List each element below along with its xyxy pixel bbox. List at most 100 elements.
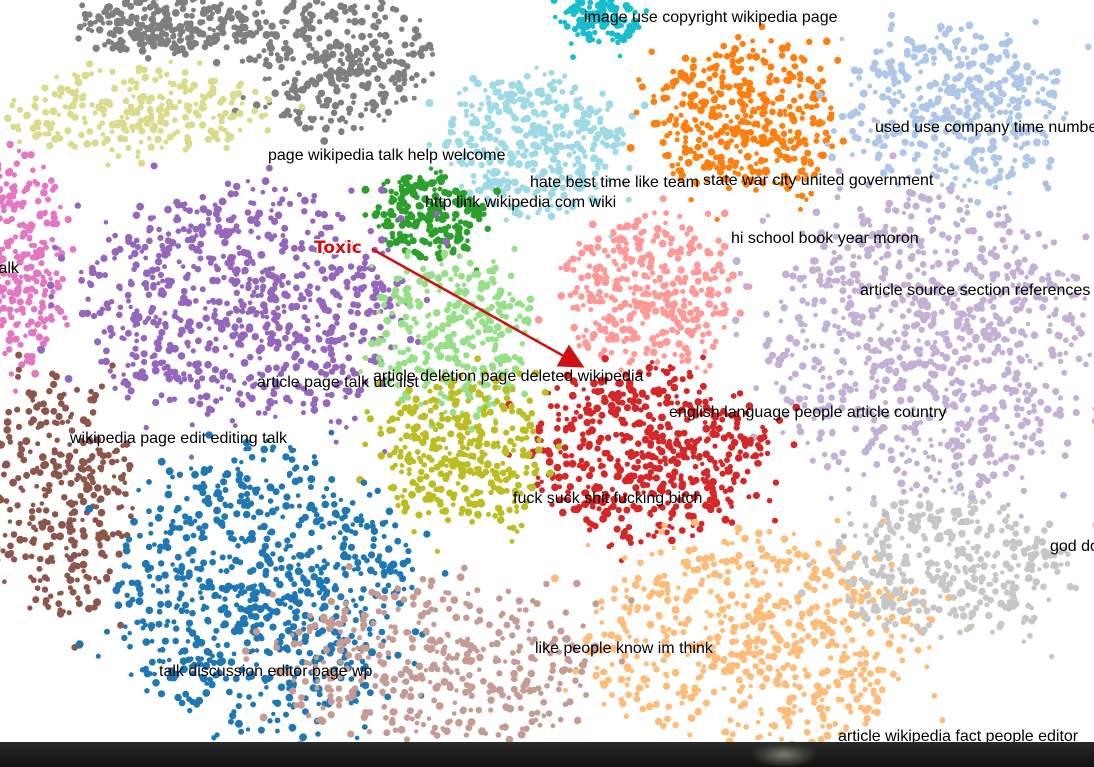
data-point <box>867 83 873 89</box>
data-point <box>168 59 173 64</box>
data-point <box>422 349 429 356</box>
data-point <box>82 16 89 22</box>
data-point <box>800 328 806 334</box>
data-point <box>703 321 710 329</box>
data-point <box>310 198 317 204</box>
data-point <box>968 416 975 422</box>
data-point <box>154 323 160 329</box>
data-point <box>149 274 156 281</box>
data-point <box>92 44 100 52</box>
data-point <box>761 91 767 97</box>
data-point <box>977 378 984 386</box>
data-point <box>381 338 387 343</box>
data-point <box>963 98 969 105</box>
data-point <box>575 0 582 4</box>
data-point <box>906 197 911 202</box>
data-point <box>300 336 309 345</box>
data-point <box>1008 391 1014 397</box>
data-point <box>444 306 451 314</box>
data-point <box>26 180 33 187</box>
data-point <box>662 152 669 159</box>
data-point <box>82 22 87 28</box>
data-point <box>114 45 119 50</box>
data-point <box>42 324 48 330</box>
data-point <box>191 26 200 34</box>
data-point <box>774 95 781 102</box>
data-point <box>0 297 3 305</box>
data-point <box>281 303 287 309</box>
data-point <box>325 392 330 398</box>
data-point <box>804 149 812 157</box>
data-point <box>173 198 181 206</box>
data-point <box>265 364 272 371</box>
data-point <box>150 11 157 17</box>
data-point <box>728 119 734 124</box>
data-point <box>588 220 597 229</box>
data-point <box>72 96 79 104</box>
data-point <box>592 29 598 36</box>
data-point <box>659 195 667 203</box>
data-point <box>49 107 58 116</box>
data-point <box>462 86 469 92</box>
data-point <box>109 129 115 135</box>
data-point <box>1014 112 1023 120</box>
data-point <box>109 68 116 76</box>
data-point <box>910 53 918 61</box>
data-point <box>1011 274 1017 280</box>
data-point <box>111 84 119 92</box>
data-point <box>799 297 806 304</box>
data-point <box>980 89 985 95</box>
data-point <box>501 176 506 182</box>
data-point <box>358 32 366 41</box>
data-point <box>1011 374 1020 383</box>
data-point <box>605 107 610 113</box>
data-point <box>547 83 552 89</box>
data-point <box>656 340 665 349</box>
data-point <box>952 389 960 397</box>
data-point <box>788 72 796 81</box>
data-point <box>156 281 161 286</box>
data-point <box>374 75 381 83</box>
data-point <box>755 168 763 177</box>
data-point <box>486 132 493 140</box>
data-point <box>392 58 399 65</box>
data-point <box>680 288 686 295</box>
data-point <box>16 222 23 229</box>
data-point <box>551 78 557 85</box>
data-point <box>293 254 300 261</box>
data-point <box>184 322 192 330</box>
data-point <box>56 112 61 117</box>
data-point <box>11 172 17 178</box>
data-point <box>694 365 700 371</box>
data-point <box>260 314 266 319</box>
data-point <box>599 22 608 30</box>
data-point <box>293 93 302 102</box>
data-point <box>413 83 419 89</box>
data-point <box>810 343 817 349</box>
data-point <box>449 248 457 256</box>
data-point <box>243 259 251 267</box>
data-point <box>1026 409 1032 416</box>
data-point <box>1063 337 1069 344</box>
data-point <box>752 109 758 115</box>
data-point <box>256 235 261 241</box>
data-point <box>374 274 381 281</box>
data-point <box>929 264 936 270</box>
data-point <box>449 408 457 416</box>
data-point <box>141 358 148 366</box>
data-point <box>1035 90 1041 96</box>
data-point <box>819 343 825 349</box>
data-point <box>896 89 903 95</box>
data-point <box>659 138 667 147</box>
data-point <box>196 400 204 408</box>
data-point <box>657 295 663 301</box>
data-point <box>370 65 377 72</box>
data-point <box>246 117 253 124</box>
data-point <box>259 338 264 343</box>
data-point <box>221 238 229 247</box>
data-point <box>248 200 254 206</box>
data-point <box>663 220 668 226</box>
data-point <box>1040 99 1048 107</box>
data-point <box>1021 94 1026 100</box>
data-point <box>411 26 420 34</box>
